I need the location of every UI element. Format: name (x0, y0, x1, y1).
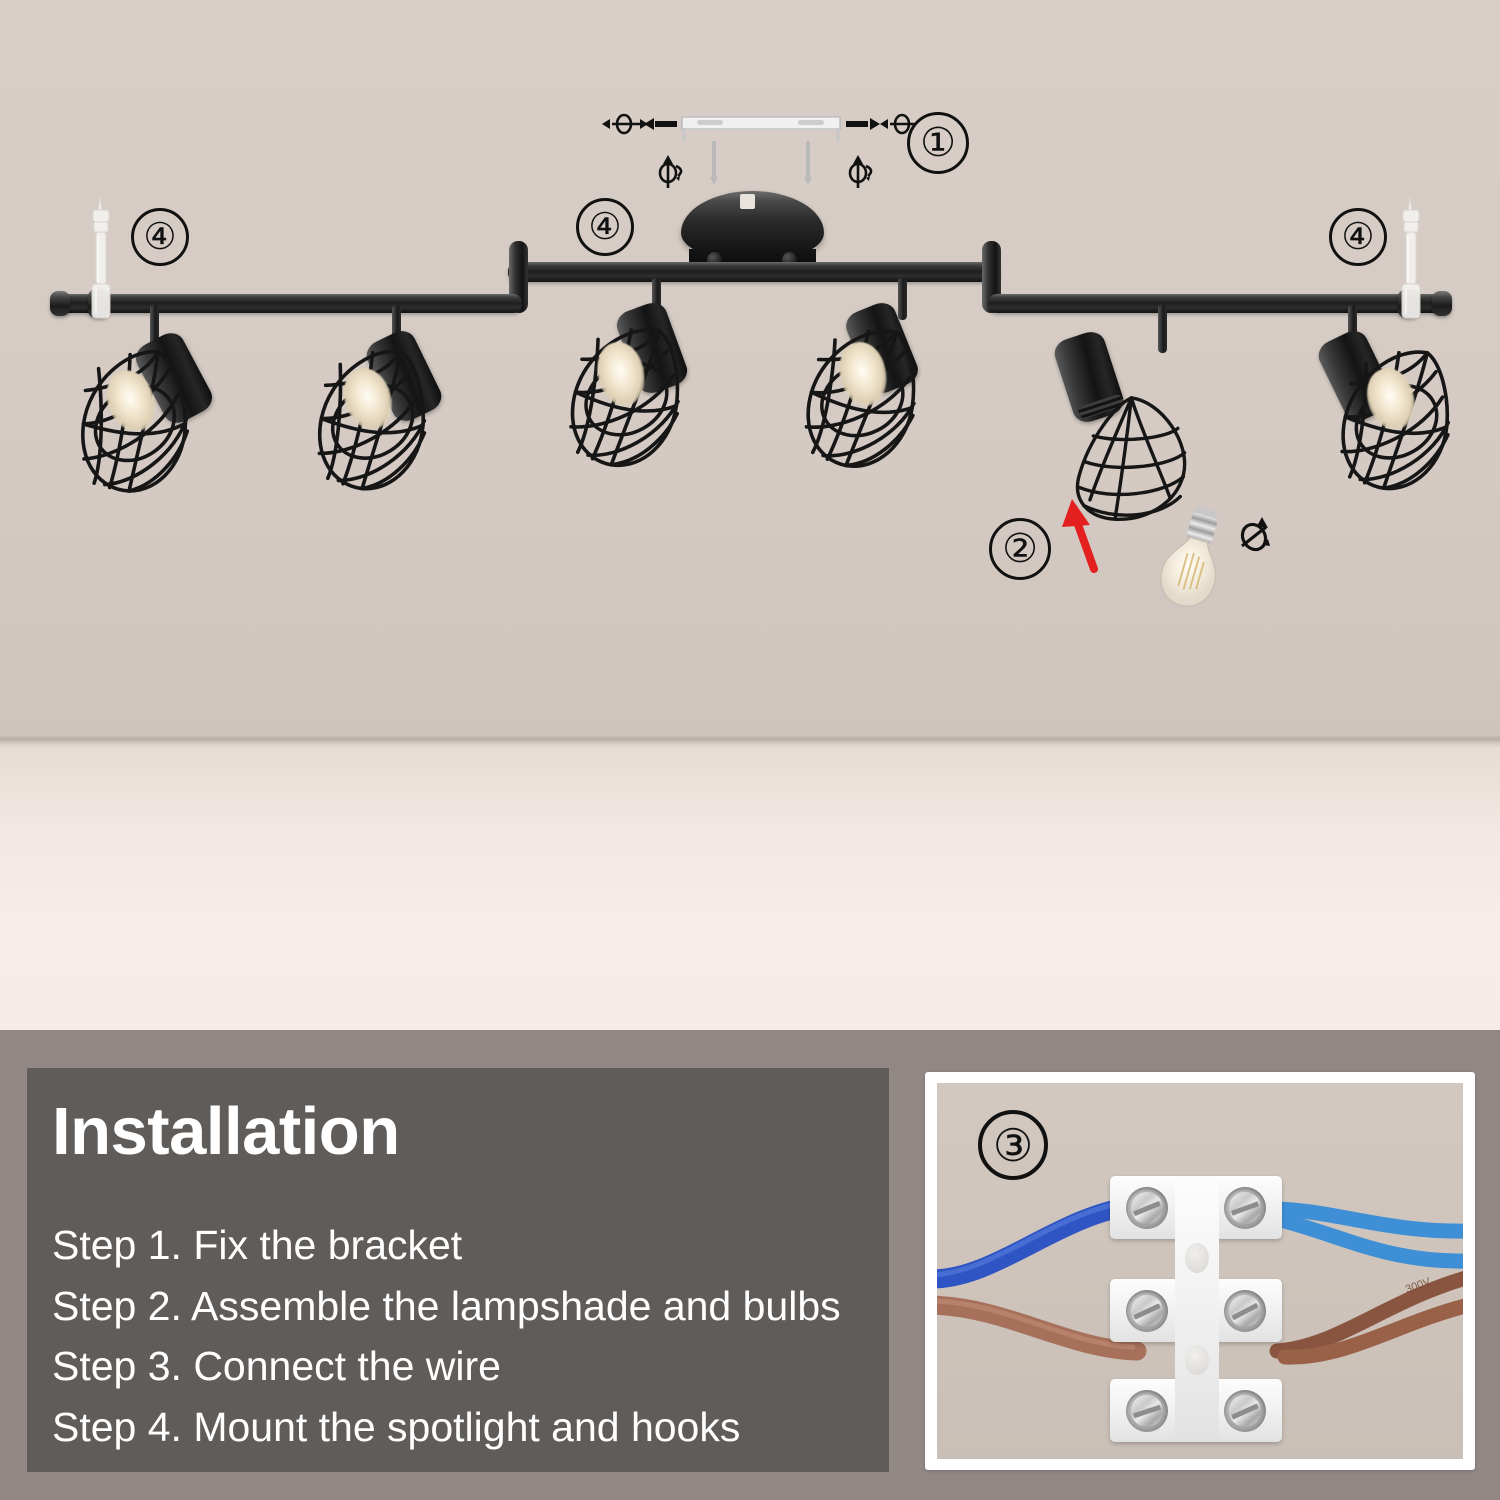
callout-4-right: ④ (1329, 208, 1387, 266)
spotlight-2-stem (392, 305, 401, 353)
installation-step-2: Step 2. Assemble the lampshade and bulbs (52, 1282, 841, 1329)
track-bar-left (52, 294, 522, 313)
wiring-illustration: 300V (937, 1195, 1463, 1365)
terminal-nub-1 (1185, 1243, 1209, 1273)
installation-title: Installation (52, 1094, 400, 1169)
spotlight-1-stem (150, 305, 159, 355)
blue-wire-right (1269, 1201, 1463, 1239)
installation-steps-list: Step 1. Fix the bracket Step 2. Assemble… (52, 1215, 852, 1458)
blue-wire-left (937, 1195, 1147, 1289)
callout-1: ① (907, 112, 969, 174)
rotate-icon (1240, 517, 1270, 552)
loose-bulb (1160, 506, 1218, 607)
track-end-cap-right (1432, 291, 1452, 316)
bracket-exploded-diagram (602, 113, 916, 188)
installation-box (27, 1068, 889, 1472)
hook-left (91, 196, 111, 319)
installation-step-3: Step 3. Connect the wire (52, 1343, 501, 1390)
track-bar-right (988, 294, 1450, 313)
terminal-spine (1175, 1176, 1219, 1442)
spotlight-3-stem (652, 278, 661, 320)
track-bar-center (508, 262, 1000, 282)
callout-3: ③ (978, 1110, 1048, 1180)
brown-wire-right (1269, 1271, 1463, 1359)
track-end-cap-left (50, 291, 70, 316)
brown-wire-right-2 (1277, 1298, 1463, 1365)
installation-step-1: Step 1. Fix the bracket (52, 1222, 463, 1268)
spotlight-4-stem (898, 278, 907, 320)
brown-wire-left (937, 1295, 1147, 1361)
blue-wire-right-2 (1269, 1211, 1463, 1269)
canopy-notch (740, 194, 755, 209)
spotlight-6-stem (1348, 305, 1357, 353)
hook-right (1401, 196, 1421, 319)
ceiling-wall-cornice (0, 736, 1500, 748)
spotlight-5-cage-detached (1075, 396, 1187, 521)
installation-step-4: Step 4. Mount the spotlight and hooks (52, 1404, 741, 1451)
callout-2: ② (989, 518, 1051, 580)
spotlight-5-stem (1158, 305, 1167, 353)
callout-4-left: ④ (131, 208, 189, 266)
wall-surface (0, 748, 1500, 1030)
terminal-nub-2 (1185, 1345, 1209, 1375)
callout-4-center: ④ (576, 198, 634, 256)
hero-product-photo: ① ④ (0, 0, 1500, 1030)
assembly-arrow (1062, 499, 1098, 573)
